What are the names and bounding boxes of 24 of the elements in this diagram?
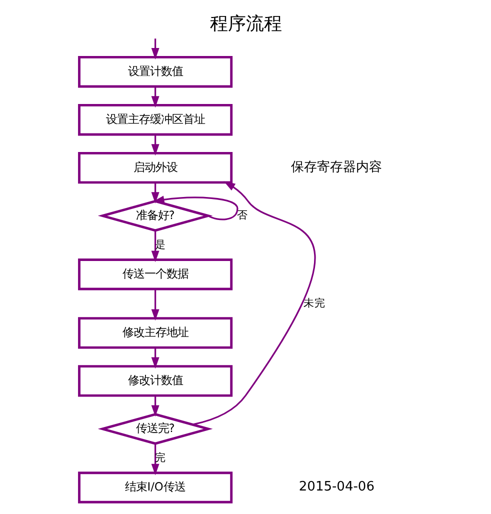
arrow <box>150 86 159 108</box>
node-box: 结束I/O传送 <box>78 472 232 504</box>
arrow <box>150 38 159 60</box>
arrow <box>150 230 159 262</box>
node-box: 设置计数值 <box>78 56 232 88</box>
node-box: 启动外设 <box>78 152 232 184</box>
edge-label: 未完 <box>303 297 326 310</box>
node-diamond: 传送完? <box>97 413 212 445</box>
arrow <box>150 289 159 321</box>
node-box: 传送一个数据 <box>78 258 232 290</box>
arrow <box>150 134 159 156</box>
arrow <box>150 348 159 369</box>
label: 2015-04-06 <box>298 480 374 495</box>
node-box: 修改计数值 <box>78 365 232 397</box>
node-diamond: 准备好? <box>97 200 212 232</box>
arrow <box>192 181 315 426</box>
node-box: 设置主存缓冲区首址 <box>78 104 232 136</box>
arrow <box>150 396 159 417</box>
arrow <box>150 444 159 476</box>
node-box: 修改主存地址 <box>78 317 232 349</box>
edge-label: 否 <box>236 210 248 222</box>
label: 保存寄存器内容 <box>290 160 382 175</box>
diagram-title: 程序流程 <box>210 13 282 34</box>
arrow <box>150 182 159 204</box>
